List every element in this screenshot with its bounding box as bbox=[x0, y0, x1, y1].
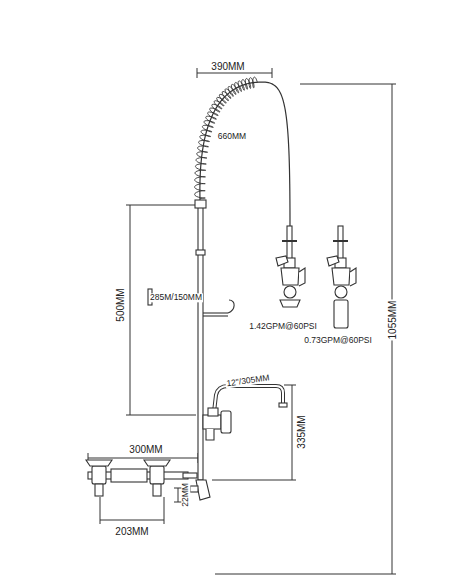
dimension-line bbox=[197, 73, 272, 74]
dimension-label: 285M/150MM bbox=[149, 293, 203, 302]
dimension-label: 0.73GPM@60PSI bbox=[303, 336, 373, 345]
dimension-label: 1.42GPM@60PSI bbox=[248, 322, 318, 331]
dimension-label: 300MM bbox=[128, 444, 163, 455]
dimension-label: 335MM bbox=[296, 414, 307, 449]
valve-handle bbox=[144, 460, 170, 466]
flexible-hose bbox=[200, 82, 290, 226]
spray-valve bbox=[327, 226, 356, 328]
dimension-line bbox=[100, 520, 164, 521]
spout-valve bbox=[203, 415, 221, 429]
dimension-line bbox=[130, 205, 131, 415]
riser-pipe bbox=[198, 205, 203, 480]
dimension-label: 22MM bbox=[181, 482, 190, 508]
spring-collar bbox=[195, 200, 206, 208]
spring-coil bbox=[195, 77, 258, 198]
spray-valve bbox=[276, 226, 305, 307]
dimension-label: 660MM bbox=[217, 132, 247, 141]
dimension-label: 203MM bbox=[114, 526, 149, 537]
dimension-label: 500MM bbox=[115, 287, 126, 322]
dimension-line bbox=[292, 385, 293, 480]
dimension-label: 1055MM bbox=[387, 300, 398, 341]
dimension-line bbox=[88, 458, 198, 459]
swing-spout bbox=[214, 386, 283, 412]
dimension-label: 390MM bbox=[210, 61, 245, 72]
valve-handle bbox=[86, 460, 112, 466]
hook bbox=[203, 312, 228, 313]
dimension-line bbox=[178, 488, 179, 502]
